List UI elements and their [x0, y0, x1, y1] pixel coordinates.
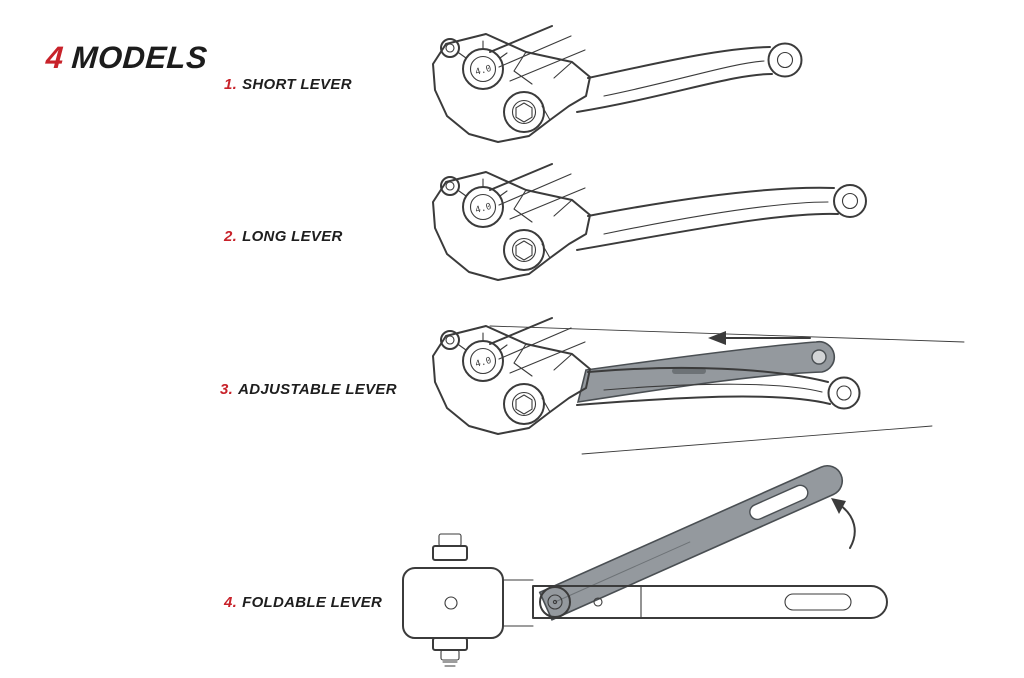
lever-blade — [576, 184, 867, 251]
model-label-foldable: 4.FOLDABLE LEVER — [224, 594, 382, 611]
model-name: SHORT LEVER — [242, 76, 352, 93]
blade-slot-detail — [672, 368, 706, 374]
folded-blade-shaded — [538, 464, 843, 621]
set-screw — [440, 38, 460, 58]
set-screw — [440, 330, 460, 350]
model-name: ADJUSTABLE LEVER — [238, 381, 397, 398]
model-number: 3. — [220, 381, 234, 398]
model-number: 2. — [224, 228, 238, 245]
lever-blade — [576, 42, 803, 113]
pivot-bolt — [503, 229, 545, 271]
model-label-long: 2.LONG LEVER — [224, 228, 343, 245]
lever-body — [532, 585, 888, 619]
adjuster-number: 4.0 — [474, 202, 492, 216]
adjuster-dial — [458, 40, 508, 90]
title-word: MODELS — [70, 40, 209, 75]
fold-direction-arrow-icon — [831, 498, 856, 549]
model-number: 1. — [224, 76, 238, 93]
lever-perch-cutoff — [489, 317, 586, 374]
short-lever-illustration: 4.0 — [432, 25, 803, 143]
pivot-bolt — [503, 91, 545, 133]
model-label-short: 1.SHORT LEVER — [224, 76, 352, 93]
title-number: 4 — [44, 40, 66, 75]
model-name: LONG LEVER — [242, 228, 343, 245]
pivot-bolt — [503, 383, 545, 425]
model-number: 4. — [224, 594, 238, 611]
adjuster-number: 4.0 — [474, 64, 492, 78]
foldable-lever-illustration — [402, 464, 888, 667]
adjuster-dial — [458, 332, 508, 382]
model-label-adjustable: 3.ADJUSTABLE LEVER — [220, 381, 397, 398]
lever-perch-cutoff — [489, 163, 586, 220]
adjusted-blade-shaded — [576, 340, 836, 403]
model-name: FOLDABLE LEVER — [242, 594, 383, 611]
blade-slot — [784, 593, 852, 611]
adjust-direction-arrow-icon — [708, 331, 811, 345]
lever-body-outline — [432, 171, 591, 281]
adjuster-dial — [458, 178, 508, 228]
set-screw — [440, 176, 460, 196]
adjustable-lever-illustration: 4.0 — [432, 317, 965, 455]
long-lever-illustration: 4.0 — [432, 163, 867, 281]
lever-body-outline — [432, 33, 591, 143]
blade-slot — [749, 484, 809, 521]
fold-pivot-bolt — [539, 586, 571, 618]
adjuster-number: 4.0 — [474, 356, 492, 370]
sweep-guide-line-top — [489, 325, 965, 343]
sweep-guide-line-bottom — [581, 425, 933, 455]
lever-perch-cutoff — [489, 25, 586, 82]
lever-blade — [576, 366, 861, 410]
clevis-mount — [402, 533, 534, 667]
lever-body-outline — [432, 325, 591, 435]
